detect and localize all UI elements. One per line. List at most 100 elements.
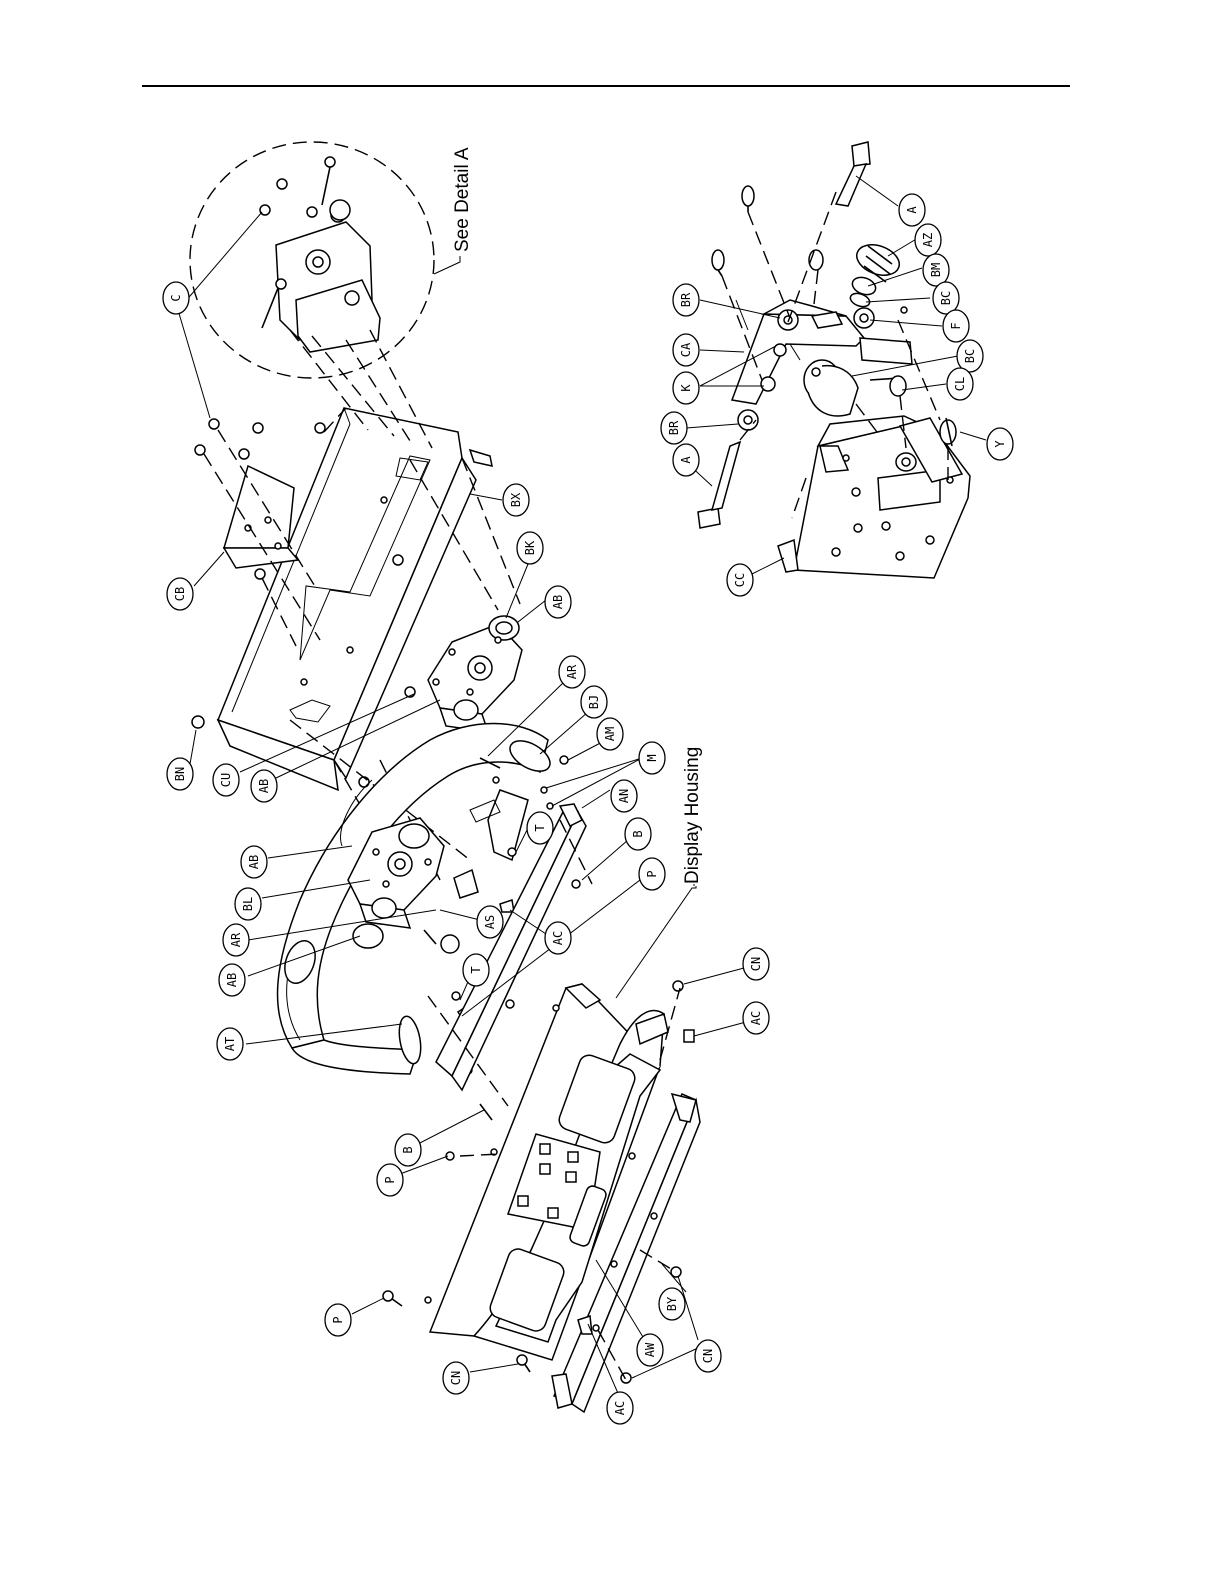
svg-text:T: T	[469, 966, 483, 973]
callout-p-2: P	[377, 1164, 403, 1196]
callout-ac-3: AC	[607, 1392, 633, 1424]
callout-cn-2: CN	[695, 1340, 721, 1372]
callout-bx: BX	[503, 484, 529, 516]
callout-bl: BL	[235, 888, 261, 920]
bk-pivot-bracket	[428, 616, 522, 732]
svg-text:M: M	[645, 754, 659, 761]
svg-text:CN: CN	[749, 957, 763, 971]
svg-text:T: T	[533, 824, 547, 831]
callout-ab-3: AB	[219, 964, 245, 996]
svg-text:K: K	[679, 384, 693, 392]
svg-text:C: C	[169, 294, 183, 301]
svg-text:CC: CC	[733, 573, 747, 587]
svg-text:AB: AB	[247, 855, 261, 869]
svg-text:B: B	[401, 1146, 415, 1153]
svg-text:AR: AR	[565, 664, 579, 679]
callout-ab-4: AB	[545, 586, 571, 618]
callout-am: AM	[597, 718, 623, 750]
callout-m: M	[639, 742, 665, 774]
callout-br-1: BR	[673, 284, 699, 316]
svg-text:BR: BR	[679, 292, 693, 307]
svg-text:BC: BC	[963, 349, 977, 363]
svg-text:P: P	[383, 1176, 397, 1183]
callout-p-1: P	[639, 858, 665, 890]
callout-k: K	[673, 372, 699, 404]
cb-cover-bracket	[224, 466, 298, 568]
callout-bm: BM	[923, 254, 949, 286]
callout-bn: BN	[167, 758, 193, 790]
svg-text:AM: AM	[603, 727, 617, 741]
callout-y: Y	[987, 428, 1013, 460]
svg-text:P: P	[331, 1316, 345, 1323]
svg-text:AC: AC	[551, 931, 565, 945]
cc-base-bracket	[778, 416, 970, 578]
svg-text:AW: AW	[643, 1342, 657, 1357]
callout-a-1: A	[899, 194, 925, 226]
callout-t-1: T	[527, 812, 553, 844]
svg-text:CB: CB	[173, 587, 187, 601]
svg-text:P: P	[645, 870, 659, 877]
callout-a-2: A	[673, 444, 699, 476]
callout-cc: CC	[727, 564, 753, 596]
display-housing-label: Display Housing	[682, 747, 703, 884]
see-detail-a-label: See Detail A	[452, 147, 473, 252]
svg-text:AC: AC	[749, 1011, 763, 1025]
callout-as: AS	[477, 906, 503, 938]
callout-ab-2: AB	[241, 846, 267, 878]
svg-text:B: B	[631, 830, 645, 837]
callout-bk: BK	[517, 532, 543, 564]
motor	[804, 360, 900, 416]
svg-text:BK: BK	[523, 540, 537, 555]
main-assembly: CB BN CU AB AB BL AR AB AT BX BK AB AR B…	[163, 142, 769, 1424]
svg-text:BJ: BJ	[587, 695, 601, 709]
callout-cn-3: CN	[443, 1362, 469, 1394]
svg-text:BX: BX	[509, 492, 523, 507]
svg-text:BY: BY	[665, 1296, 679, 1311]
callout-az: AZ	[915, 224, 941, 256]
callout-cl: CL	[947, 368, 973, 400]
svg-text:AB: AB	[257, 779, 271, 793]
detail-a-bracket	[260, 157, 380, 352]
svg-text:A: A	[905, 206, 919, 214]
svg-text:CN: CN	[449, 1371, 463, 1385]
callout-cu: CU	[213, 764, 239, 796]
svg-text:BM: BM	[929, 263, 943, 277]
callout-c: C	[163, 282, 189, 314]
callout-f: F	[943, 310, 969, 342]
svg-text:A: A	[679, 456, 693, 464]
svg-text:Y: Y	[993, 440, 1007, 448]
detail-a-assembly: A AZ BM BC F BC CL Y BR CA K BR A CC	[661, 142, 1013, 596]
callout-bj: BJ	[581, 686, 607, 718]
drive-gear	[849, 239, 904, 309]
callout-bc-2: BC	[957, 340, 983, 372]
callout-b-1: B	[625, 818, 651, 850]
callout-cb: CB	[167, 578, 193, 610]
callout-ac-1: AC	[545, 922, 571, 954]
svg-text:BR: BR	[667, 420, 681, 435]
svg-text:BN: BN	[173, 767, 187, 781]
callout-ar-1: AR	[223, 924, 249, 956]
callout-at: AT	[217, 1028, 243, 1060]
svg-text:AC: AC	[613, 1401, 627, 1415]
callout-t-2: T	[463, 954, 489, 986]
svg-text:AZ: AZ	[921, 233, 935, 247]
svg-text:BL: BL	[241, 897, 255, 911]
svg-text:BC: BC	[939, 291, 953, 305]
svg-text:F: F	[949, 322, 963, 329]
svg-text:CU: CU	[219, 773, 233, 787]
svg-text:CA: CA	[679, 342, 693, 357]
callout-an: AN	[611, 780, 637, 812]
svg-text:AB: AB	[225, 973, 239, 987]
callout-br-2: BR	[661, 412, 687, 444]
callout-ca: CA	[673, 334, 699, 366]
callout-aw: AW	[637, 1334, 663, 1366]
svg-text:CL: CL	[953, 377, 967, 391]
callout-cn-1: CN	[743, 948, 769, 980]
svg-text:AN: AN	[617, 789, 631, 803]
callout-by: BY	[659, 1288, 685, 1320]
svg-text:AS: AS	[483, 915, 497, 929]
svg-text:AR: AR	[229, 932, 243, 947]
svg-text:AT: AT	[223, 1037, 237, 1051]
callout-b-2: B	[395, 1134, 421, 1166]
